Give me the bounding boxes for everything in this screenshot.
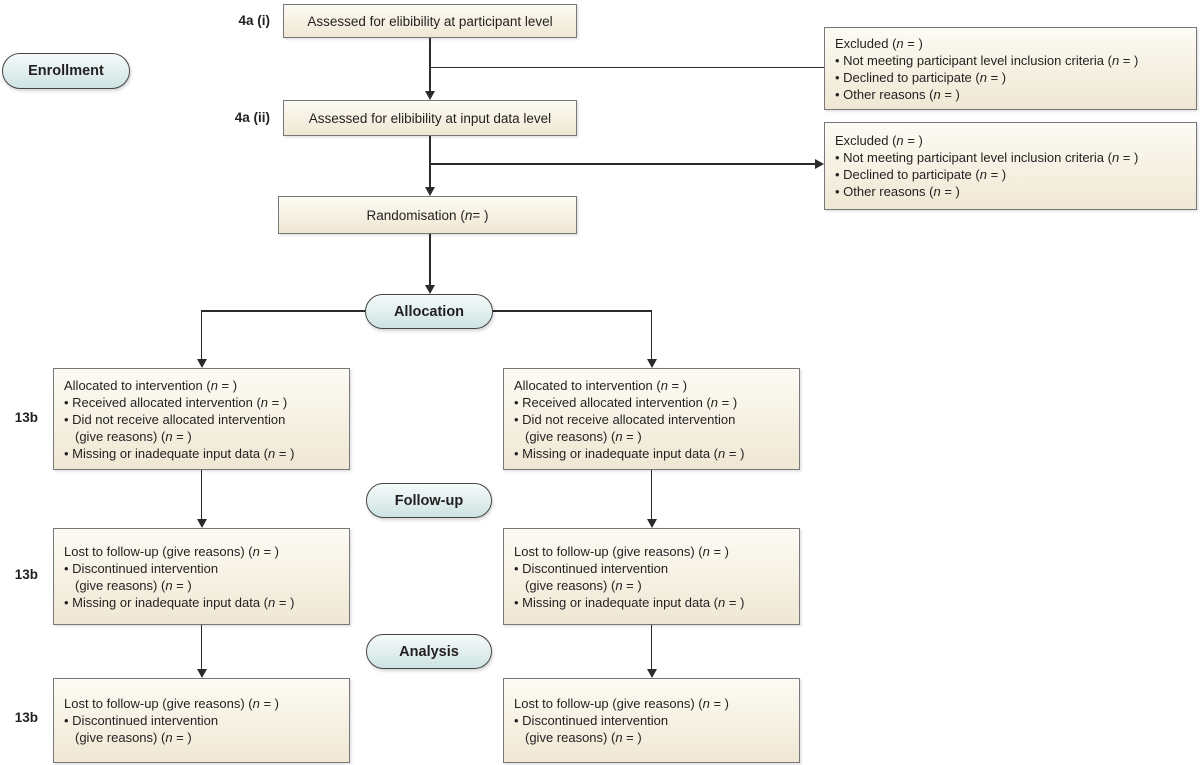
assessed-input-box: Assessed for elibibility at input data l…: [283, 100, 577, 136]
connector-assessed1-down: [429, 38, 431, 94]
item-label-13b-followup: 13b: [14, 567, 38, 582]
stage-pill-enrollment: Enrollment: [2, 53, 130, 89]
connector-assessed2-down: [429, 136, 431, 190]
connector-assessed2-excluded: [429, 163, 816, 165]
connector-followup-right-down: [650, 470, 653, 521]
box-line: (give reasons) (n = ): [75, 730, 192, 745]
connector-followup-left-down: [200, 470, 203, 521]
item-label-4a-ii: 4a (ii): [234, 110, 270, 125]
excluded-input-box: Excluded (n = ) • Not meeting participant…: [824, 122, 1197, 210]
box-line: • Did not receive allocated intervention: [64, 411, 286, 427]
box-line: • Discontinued intervention: [514, 713, 669, 728]
randomisation-box: Randomisation (n = ): [278, 196, 577, 234]
box-line: (give reasons) (n = ): [525, 730, 642, 745]
connector-allocation-left-down: [200, 310, 203, 362]
arrowhead-assessed2-down: [425, 187, 435, 196]
box-line: • Missing or inadequate input data (n = …: [514, 594, 745, 610]
box-line: • Missing or inadequate input data (n = …: [514, 445, 745, 461]
connector-assessed1-excluded: [429, 66, 825, 68]
box-line: • Missing or inadequate input data (n = …: [64, 594, 295, 610]
lost-followup-left-box: Lost to follow-up (give reasons) (n = )•…: [53, 528, 350, 625]
connector-analysis-left-down: [200, 625, 203, 671]
item-label-13b-allocation: 13b: [14, 410, 38, 425]
stage-pill-followup: Follow-up: [366, 483, 492, 518]
box-line: • Discontinued intervention: [514, 560, 669, 576]
box-line: • Not meeting participant level inclusio…: [835, 52, 1139, 68]
analysis-right-box: Lost to follow-up (give reasons) (n = ) •…: [503, 678, 800, 763]
connector-allocation-right-down: [650, 310, 653, 362]
arrowhead-allocation-left: [196, 359, 207, 368]
arrowhead-followup-left: [196, 519, 207, 528]
box-line: • Other reasons (n = ): [835, 86, 960, 102]
item-label-13b-analysis: 13b: [14, 710, 38, 725]
excluded-participant-box: Excluded (n = )• Not meeting participant…: [824, 27, 1197, 110]
box-line: • Declined to participate (n = ): [835, 167, 1007, 182]
box-line: Allocated to intervention (n = ): [64, 377, 238, 393]
assessed-participant-box: Assessed for elibibility at participant …: [283, 4, 577, 38]
box-line: Excluded (n = ): [835, 133, 923, 148]
box-line: • Received allocated intervention (n = ): [64, 394, 288, 410]
box-line: (give reasons) (n = ): [525, 577, 642, 593]
box-line: Lost to follow-up (give reasons) (n = ): [514, 543, 729, 559]
arrowhead-analysis-left: [196, 669, 207, 678]
allocated-left-box: Allocated to intervention (n = )• Receiv…: [53, 368, 350, 470]
arrowhead-followup-right: [646, 519, 657, 528]
box-line: (give reasons) (n = ): [525, 428, 642, 444]
item-label-4a-i: 4a (i): [238, 13, 270, 28]
box-line: Allocated to intervention (n = ): [514, 377, 688, 393]
stage-pill-analysis: Analysis: [366, 634, 492, 669]
box-line: Lost to follow-up (give reasons) (n = ): [64, 543, 279, 559]
box-line: (give reasons) (n = ): [75, 577, 192, 593]
arrowhead-assessed1-down: [425, 91, 435, 100]
box-line: • Discontinued intervention: [64, 713, 219, 728]
box-line: • Other reasons (n = ): [835, 184, 960, 199]
arrowhead-assessed2-excluded: [815, 159, 824, 169]
arrowhead-randomisation-down: [425, 285, 435, 294]
arrowhead-allocation-right: [646, 359, 657, 368]
lost-followup-right-box: Lost to follow-up (give reasons) (n = )•…: [503, 528, 800, 625]
connector-analysis-right-down: [650, 625, 653, 671]
analysis-left-box: Lost to follow-up (give reasons) (n = ) •…: [53, 678, 350, 763]
stage-pill-allocation: Allocation: [365, 294, 493, 329]
box-line: • Discontinued intervention: [64, 560, 219, 576]
arrowhead-analysis-right: [646, 669, 657, 678]
connector-randomisation-down: [429, 234, 431, 288]
box-line: (give reasons) (n = ): [75, 428, 192, 444]
box-line: Lost to follow-up (give reasons) (n = ): [64, 696, 279, 711]
box-line: • Did not receive allocated intervention: [514, 411, 736, 427]
box-line: Lost to follow-up (give reasons) (n = ): [514, 696, 729, 711]
box-line: • Missing or inadequate input data (n = …: [64, 445, 295, 461]
allocated-right-box: Allocated to intervention (n = )• Receiv…: [503, 368, 800, 470]
box-line: • Received allocated intervention (n = ): [514, 394, 738, 410]
box-line: • Not meeting participant level inclusio…: [835, 150, 1139, 165]
box-line: • Declined to participate (n = ): [835, 69, 1007, 85]
box-line: Excluded (n = ): [835, 35, 923, 51]
